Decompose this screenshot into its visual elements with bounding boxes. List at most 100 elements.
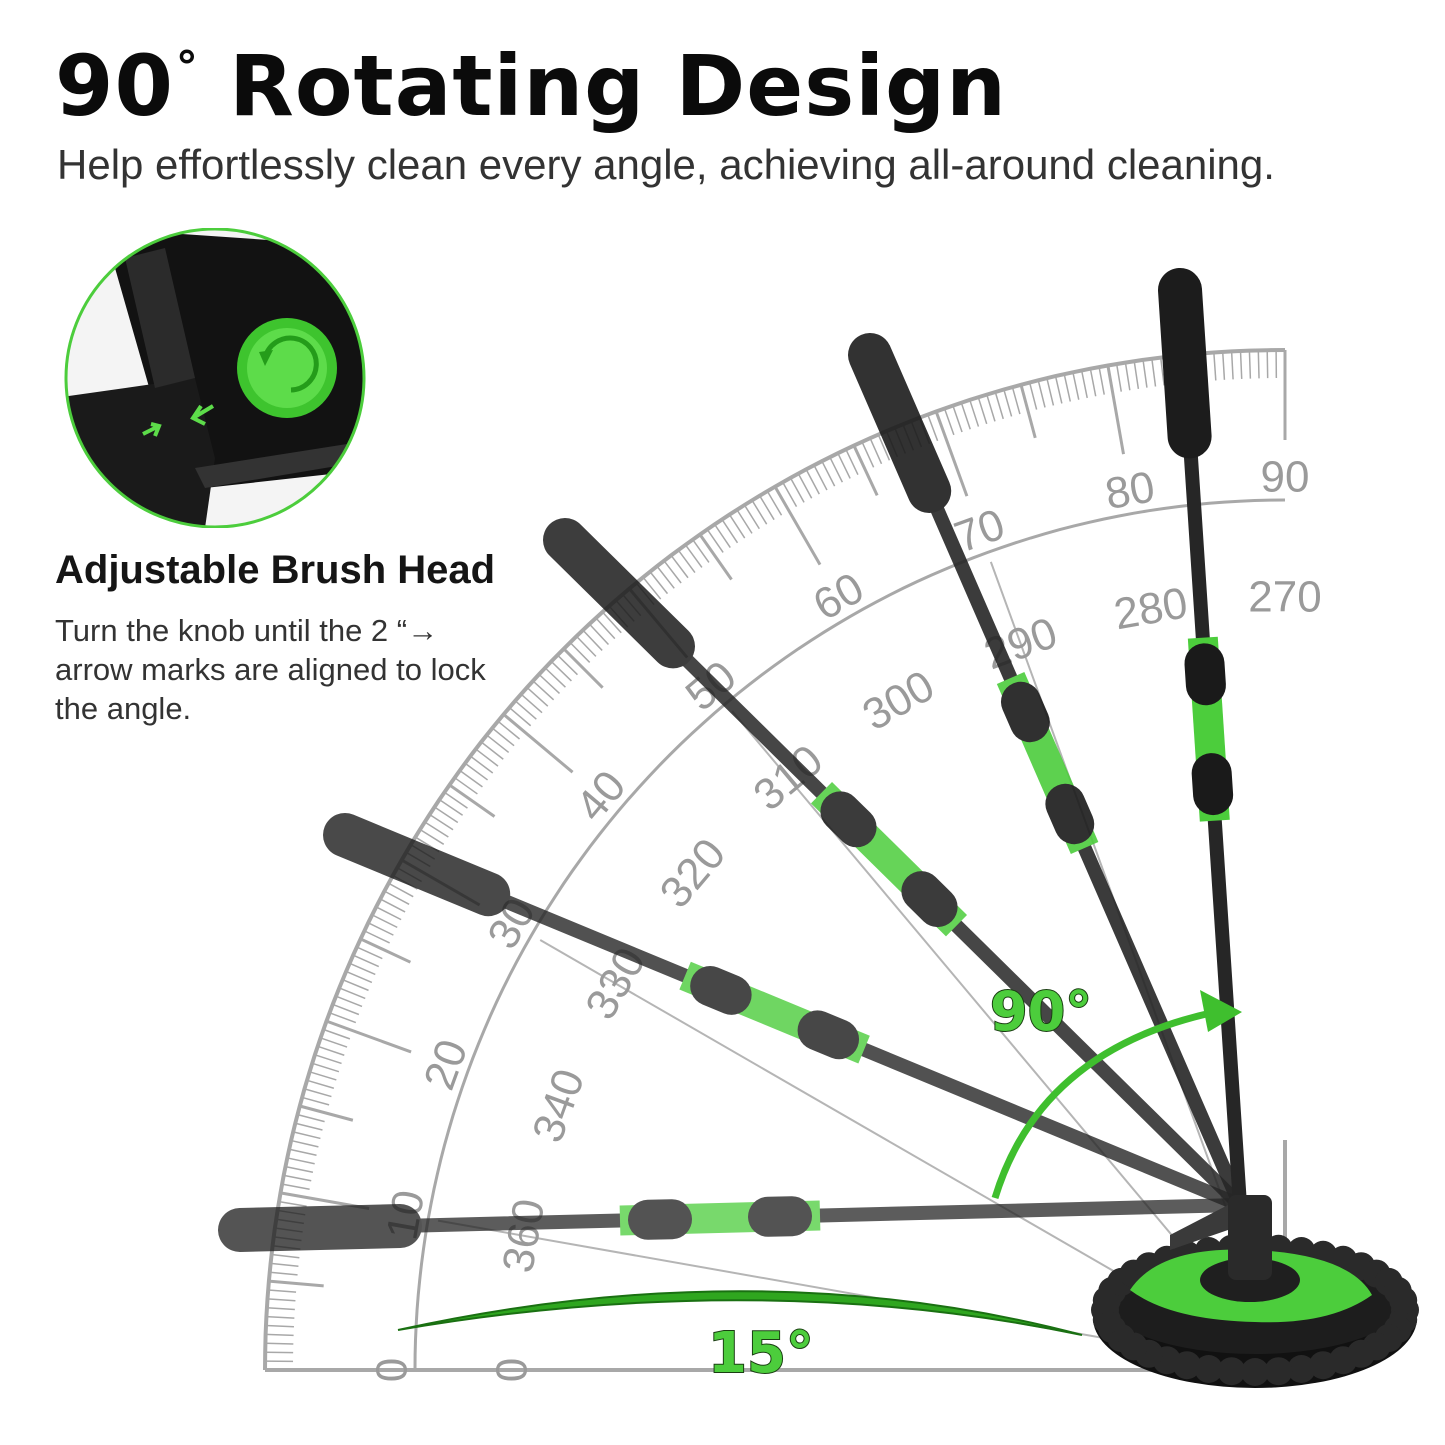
protractor-tick	[960, 402, 971, 430]
protractor-tick	[595, 617, 616, 640]
brush-fringe-tuft	[1217, 1357, 1246, 1386]
align-arrow-icon	[142, 404, 215, 437]
page-subtitle: Help effortlessly clean every angle, ach…	[57, 141, 1275, 188]
protractor-tick	[1046, 378, 1055, 406]
protractor-tick	[454, 777, 478, 795]
protractor-tick	[268, 1279, 324, 1288]
protractor-tick	[934, 411, 969, 497]
protractor-label: 20	[415, 1033, 478, 1096]
protractor-tick	[1142, 359, 1148, 388]
protractor-tick	[265, 1342, 294, 1345]
protractor-tick	[320, 1037, 348, 1048]
degree-symbol: °	[175, 42, 199, 93]
protractor-tick	[1028, 382, 1038, 410]
protractor-tick	[314, 1054, 342, 1065]
protractor-tick	[677, 549, 696, 574]
protractor-tick	[550, 660, 572, 682]
protractor-tick	[773, 485, 822, 566]
protractor-tick	[304, 1088, 332, 1098]
protractor-tick	[743, 504, 760, 530]
protractor-tick	[663, 560, 682, 584]
protractor-tick	[311, 1062, 340, 1073]
protractor-tick	[278, 1200, 307, 1208]
brush-head-icon	[1091, 1195, 1419, 1388]
rotation-arc-arrow	[991, 1008, 1216, 1200]
protractor-label: 80	[1102, 462, 1159, 519]
protractor-tick	[419, 828, 445, 845]
protractor-tick	[1063, 374, 1072, 402]
protractor-tick	[575, 635, 597, 657]
protractor-tick	[829, 456, 844, 483]
protractor-label: 60	[805, 563, 872, 630]
protractor-tick	[1080, 370, 1088, 399]
tilt-arc	[397, 1290, 1083, 1336]
protractor-tick	[698, 533, 733, 581]
protractor-tick	[869, 437, 883, 465]
protractor-label: 360	[493, 1195, 554, 1276]
protractor-tick	[861, 441, 875, 468]
protractor-radial-lines	[437, 561, 1245, 1351]
protractor-tick	[927, 414, 939, 442]
protractor-tick	[1213, 352, 1217, 381]
protractor-tick	[299, 1104, 354, 1122]
protractor-tick	[338, 987, 366, 1000]
protractor-tick	[265, 1333, 294, 1337]
protractor-tick	[371, 914, 398, 929]
protractor-tick	[317, 1045, 345, 1056]
protractor-tick	[332, 1003, 360, 1016]
protractor-tick	[1124, 362, 1131, 391]
protractor-tick	[448, 783, 496, 818]
protractor-tick	[1003, 389, 1013, 417]
protractor-tick	[502, 713, 574, 774]
protractor-tick	[766, 490, 783, 516]
protractor-tick	[443, 791, 468, 809]
protractor-tick	[952, 405, 963, 433]
brush-fringe-tuft	[1309, 1351, 1338, 1380]
protractor-tick	[265, 1324, 294, 1328]
protractor-tick	[588, 623, 610, 646]
protractor-tick	[293, 1131, 321, 1140]
protractor-tick	[269, 1271, 298, 1276]
protractor-tick	[994, 391, 1004, 420]
knob-icon	[237, 318, 337, 418]
protractor-tick	[326, 1019, 412, 1054]
protractor-tick	[281, 1183, 310, 1190]
brush-fringe-tuft	[1389, 1286, 1418, 1315]
protractor-tick	[297, 1113, 325, 1123]
protractor-tick	[289, 1148, 317, 1157]
protractor-tick	[352, 954, 380, 968]
protractor-radial-line	[731, 710, 1209, 1279]
protractor-tick	[877, 434, 891, 461]
protractor-tick	[514, 700, 537, 720]
feature-title: Adjustable Brush Head	[55, 548, 496, 592]
protractor-tick	[601, 611, 622, 634]
protractor-tick	[538, 673, 561, 695]
protractor-tick	[1106, 365, 1125, 455]
protractor-label: 90	[1261, 453, 1310, 502]
protractor-label: 270	[1248, 573, 1321, 622]
brush-pole	[543, 518, 1247, 1212]
brush-pole	[323, 813, 1247, 1212]
brush-fringe-tuft	[1194, 1355, 1223, 1383]
protractor-tick	[1037, 380, 1046, 408]
protractor-tick	[1089, 368, 1097, 397]
protractor-tick	[268, 1289, 297, 1293]
brush-poles	[218, 268, 1247, 1252]
protractor-tick	[1257, 350, 1260, 379]
protractor-tick	[464, 762, 489, 781]
protractor-tick	[491, 727, 515, 747]
protractor-tick	[424, 821, 449, 838]
title-number: 90	[55, 37, 174, 135]
feature-description: Turn the knob until the 2 “→ arrow marks…	[55, 613, 486, 726]
protractor-tick	[852, 444, 879, 497]
protractor-tick	[301, 1096, 330, 1106]
protractor-tick	[789, 477, 805, 503]
protractor-label: 0	[488, 1358, 537, 1382]
protractor-tick	[684, 544, 703, 568]
protractor-tick	[295, 1122, 323, 1131]
protractor-tick	[283, 1174, 312, 1182]
protractor-tick	[309, 1071, 337, 1081]
protractor-tick	[379, 898, 406, 913]
protractor-tick	[345, 970, 373, 984]
